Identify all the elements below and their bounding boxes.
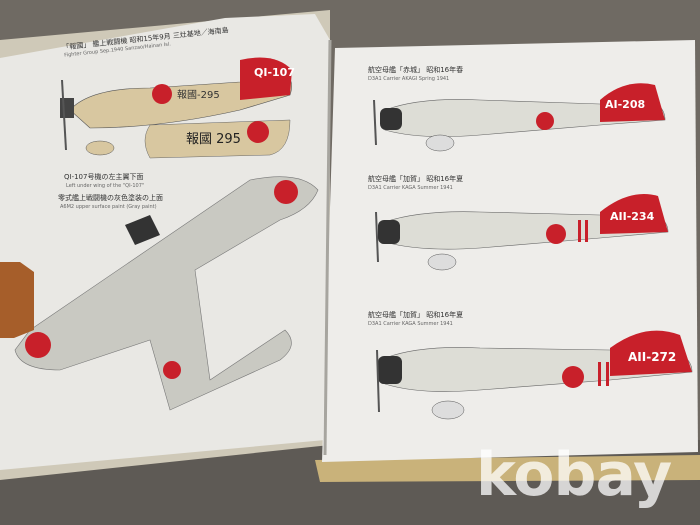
plane-1-caption-jp: 航空母艦「赤城」 昭和16年春 [368, 66, 464, 74]
dive-bomber-1 [373, 83, 666, 152]
plane-1-tail-code: AI-208 [605, 98, 646, 111]
dive-bomber-2 [375, 194, 669, 271]
plane-3-caption-en: D3A1 Carrier KAGA Summer 1941 [368, 321, 453, 327]
plane-2-caption-en: D3A1 Carrier KAGA Summer 1941 [368, 185, 453, 191]
tail-code: QI-107 [254, 66, 295, 79]
wooden-block [0, 262, 34, 338]
watermark: kobay [476, 440, 672, 510]
fighter-side-view [60, 57, 292, 156]
wing-caption-jp: QI-107号機の左主翼下面 [64, 173, 144, 181]
wing-caption-en: Left under wing of the "QI-107" [66, 183, 145, 189]
plane-2-caption-jp: 航空母艦「加賀」 昭和16年夏 [368, 175, 464, 183]
wing-underside [144, 119, 291, 159]
dive-bomber-3 [376, 330, 693, 420]
wing-marking: 報國 295 [186, 132, 241, 147]
fighter-top-view [14, 176, 319, 411]
upper-caption-en: A6M2 upper surface paint (Gray paint) [60, 204, 157, 210]
plane-2-tail-code: AII-234 [610, 210, 655, 223]
plane-3-tail-code: AII-272 [628, 350, 677, 364]
upper-caption-jp: 零式艦上戦闘機の灰色塗装の上面 [58, 194, 163, 202]
fuselage-marking: 報國-295 [177, 90, 220, 101]
plane-1-caption-en: D3A1 Carrier AKAGI Spring 1941 [368, 76, 450, 82]
plane-3-caption-jp: 航空母艦「加賀」 昭和16年夏 [368, 311, 464, 319]
